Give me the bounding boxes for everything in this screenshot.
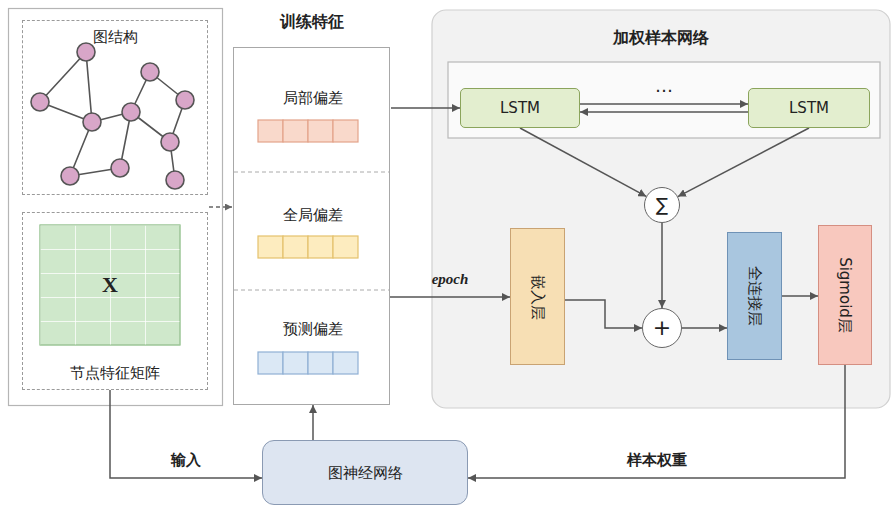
- connector-arrow: [391, 108, 460, 109]
- bias-section: 局部偏差: [234, 48, 391, 173]
- graph-illustration: [31, 43, 194, 189]
- node-text: 节点特征矩阵: [70, 363, 160, 383]
- node-text: 训练特征: [234, 12, 389, 32]
- lstm-box: LSTM: [748, 88, 870, 128]
- feature-panel: 训练特征局部偏差全局偏差预测偏差: [233, 47, 390, 405]
- bias-vector: [258, 120, 358, 374]
- node-text: ∑: [656, 195, 668, 215]
- graph-structure-box: 图结构: [22, 20, 208, 195]
- connector-arrow: [468, 365, 845, 478]
- ellipsis: …: [655, 76, 673, 96]
- connector-arrow: [682, 328, 727, 329]
- layer-box: Sigmoid层: [818, 225, 872, 365]
- matrix-symbol: X: [102, 275, 118, 295]
- feature-matrix-box: 节点特征矩阵: [22, 212, 208, 390]
- node-text: LSTM: [500, 98, 540, 118]
- edge-label: 输入: [171, 450, 201, 470]
- add-circle: +: [642, 308, 682, 348]
- layer-box: 全连接层: [727, 232, 782, 360]
- lstm-group: [448, 62, 880, 138]
- node-text: 加权样本网络: [613, 28, 709, 48]
- network-panel-box: 加权样本网络 LSTM LSTM ∑ + 嵌入层 全连接层 Sigmoid层: [432, 10, 890, 408]
- node-text: 全连接层: [745, 266, 765, 326]
- node-text: 全局偏差: [283, 205, 343, 225]
- node-text: LSTM: [789, 98, 829, 118]
- node-text: 预测偏差: [283, 319, 343, 339]
- connector-arrow: [580, 104, 748, 112]
- bias-section: 全局偏差: [234, 173, 391, 291]
- node-text: +: [653, 318, 671, 338]
- edge-label: 样本权重: [627, 450, 687, 470]
- layer-box: 嵌入层: [510, 228, 565, 365]
- node-text: 图结构: [93, 27, 138, 47]
- feature-matrix: [40, 225, 180, 345]
- lstm-box: LSTM: [460, 88, 580, 128]
- network-panel: [432, 10, 890, 408]
- bias-section: 预测偏差: [234, 291, 391, 406]
- sum-circle: ∑: [644, 187, 680, 223]
- edge-label: epoch: [432, 269, 469, 289]
- dashed-arrow: [209, 206, 232, 207]
- connector-arrow: [678, 128, 809, 197]
- connector-arrow: [390, 297, 510, 298]
- left-panel: [9, 9, 223, 406]
- connector-arrow: [565, 300, 642, 328]
- node-text: 图神经网络: [328, 463, 403, 483]
- node-text: Sigmoid层: [835, 257, 855, 333]
- connector-arrow: [520, 128, 646, 196]
- connector-arrow: [662, 223, 663, 308]
- node-text: 局部偏差: [283, 88, 343, 108]
- connector-arrow: [110, 390, 262, 478]
- process-box: 图神经网络: [262, 440, 468, 505]
- connector-arrow: [313, 405, 314, 440]
- node-text: 嵌入层: [528, 274, 548, 319]
- section-divider: [234, 172, 389, 290]
- connector-arrow: [782, 296, 818, 297]
